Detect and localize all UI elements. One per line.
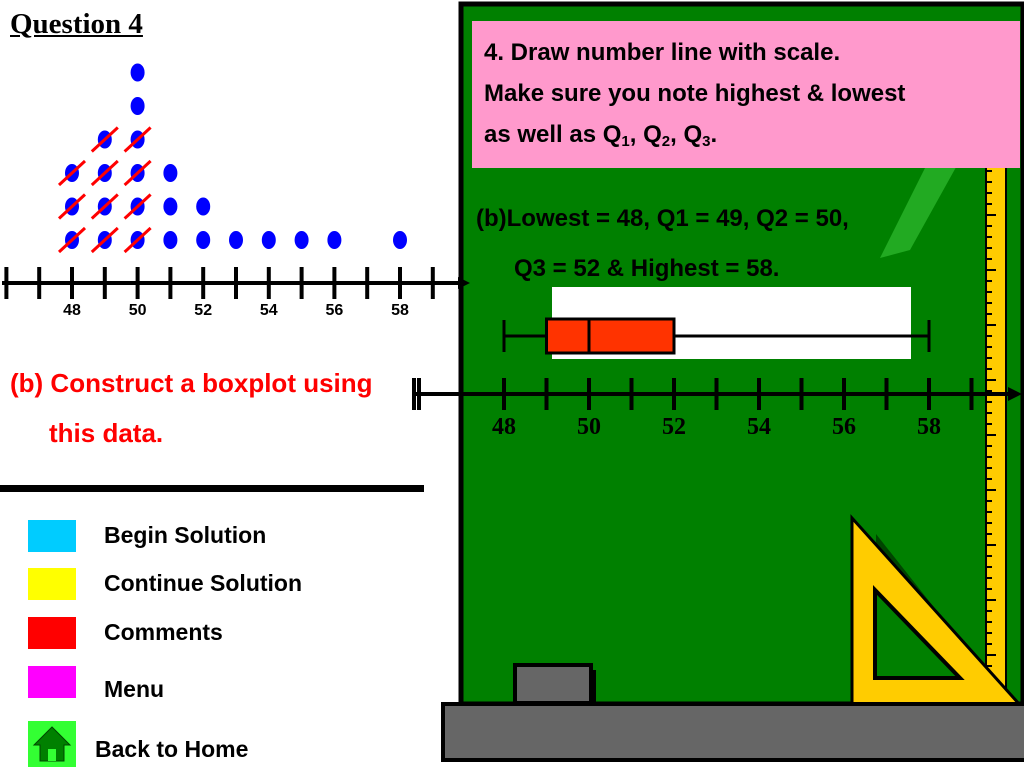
menu-swatch[interactable] [28,666,76,698]
answer-line-2: Q3 = 52 & Highest = 58. [514,255,780,282]
dot-plot-tick-label: 54 [260,302,278,319]
boxplot-axis [412,387,1022,401]
eraser-icon [513,663,596,706]
section-divider [0,485,424,492]
set-square-icon [850,514,1024,711]
dot-plot-axis [2,277,470,289]
dot-plot-point [196,197,211,216]
dot-plot: 48 50 52 54 56 58 [2,63,470,319]
dot-plot-cross-mark [123,159,152,187]
dot-plot-point [229,231,243,249]
dot-plot-cross-mark [90,159,119,187]
boxplot-box [545,317,676,355]
prompt-line-2: Make sure you note highest & lowest [484,80,906,107]
dot-plot-cross-mark [57,159,87,187]
part-b-line-2: this data. [49,418,164,448]
dot-plot-cross-mark [123,226,152,254]
menu-label[interactable]: Menu [104,676,165,702]
boxplot-axis-ticks [412,378,974,410]
boxplot-axis-label: 54 [747,414,771,440]
dot-plot-cross-mark [57,193,87,220]
answer-line-1: (b)Lowest = 48, Q1 = 49, Q2 = 50, [476,205,849,232]
dot-plot-point [196,231,211,249]
home-icon [32,726,72,762]
dot-plot-point [393,231,407,249]
dot-plot-tick-label: 50 [129,302,147,319]
boxplot: 48 50 52 54 56 58 [412,317,1022,440]
back-to-home-label[interactable]: Back to Home [95,736,249,762]
dot-plot-point [163,231,178,249]
dot-plot-point [163,164,178,182]
ruler-icon [985,149,1007,711]
dot-plot-point [130,63,145,82]
prompt-line-1: 4. Draw number line with scale. [484,39,841,66]
board-shine [880,160,960,258]
continue-solution-swatch[interactable] [28,568,76,600]
dot-plot-tick-label: 48 [63,302,81,319]
dot-plot-ticks [4,267,435,299]
prompt-line-3: as well as Q1, Q2, Q3. [484,121,718,150]
task-prompt: 4. Draw number line with scale. Make sur… [472,21,1020,168]
dot-plot-axis-arrow [458,277,470,289]
dot-plot-cross-mark [90,226,119,254]
dot-plot-cross-mark [57,226,87,254]
question-title: Question 4 [10,8,143,40]
begin-solution-swatch[interactable] [28,520,76,552]
boxplot-axis-arrow [1008,387,1022,401]
dot-plot-point [163,197,178,216]
dot-plot-point [327,231,342,249]
chalk-tray [441,702,1024,762]
dot-plot-tick-label: 52 [194,302,212,319]
dot-plot-crossings [57,126,152,254]
boxplot-axis-label: 56 [832,414,856,440]
dot-plot-cross-mark [123,126,152,153]
boxplot-axis-label: 58 [917,414,941,440]
part-b-line-1: (b) Construct a boxplot using [10,368,373,398]
comments-swatch[interactable] [28,617,76,649]
answer-summary: (b)Lowest = 48, Q1 = 49, Q2 = 50, Q3 = 5… [476,194,849,294]
dot-plot-point [294,231,309,249]
dot-plot-point [130,97,145,115]
continue-solution-label[interactable]: Continue Solution [104,570,303,596]
boxplot-axis-label: 52 [662,414,686,440]
dot-plot-tick-label: 56 [326,302,344,319]
boxplot-axis-label: 48 [492,414,516,440]
boxplot-axis-labels: 48 50 52 54 56 58 [492,414,941,440]
part-b-instruction: (b) Construct a boxplot using this data. [10,358,373,458]
boxplot-axis-label: 50 [577,414,601,440]
home-button[interactable] [28,721,76,767]
begin-solution-label[interactable]: Begin Solution [104,522,267,548]
dot-plot-cross-mark [90,126,119,153]
boxplot-shape [502,317,931,355]
dot-plot-cross-mark [123,193,152,220]
dot-plot-cross-mark [90,193,119,220]
dot-plot-tick-label: 58 [391,302,409,319]
dot-plot-tick-labels: 48 50 52 54 56 58 [63,302,409,319]
comments-label[interactable]: Comments [104,619,223,645]
dot-plot-point [261,231,276,249]
